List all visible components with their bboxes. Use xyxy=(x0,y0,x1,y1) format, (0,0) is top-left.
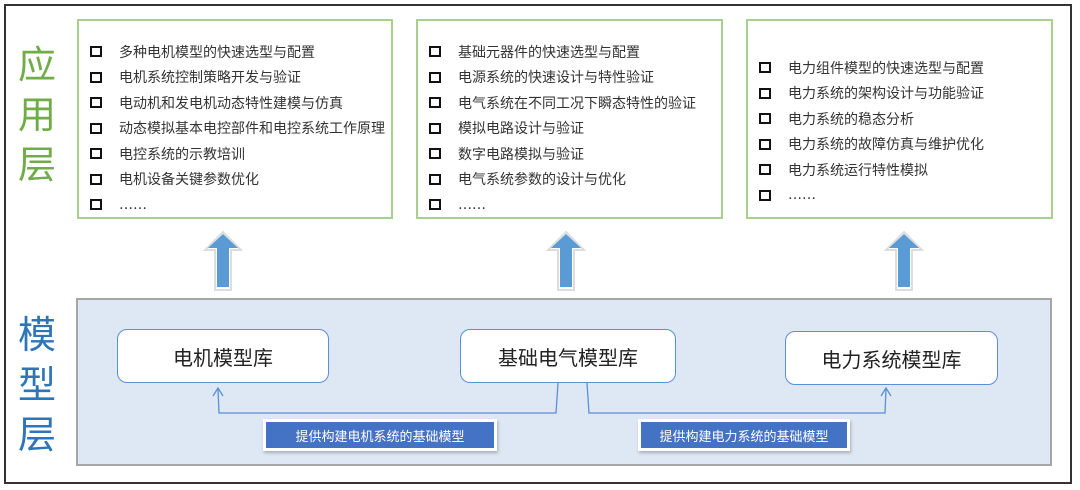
list-item: 电力系统的架构设计与功能验证 xyxy=(748,81,1051,107)
square-bullet-icon xyxy=(429,97,441,109)
list-item: 电动机和发电机动态特性建模与仿真 xyxy=(79,90,391,116)
application-layer-label: 应 用 层 xyxy=(18,40,56,190)
square-bullet-icon xyxy=(759,189,771,201)
square-bullet-icon xyxy=(429,46,441,58)
up-arrow-icon xyxy=(203,230,243,291)
square-bullet-icon xyxy=(759,87,771,99)
layer-label-char: 应 xyxy=(18,43,57,87)
list-item: 多种电机模型的快速选型与配置 xyxy=(79,39,391,65)
list-item: 数字电路模拟与验证 xyxy=(418,141,721,167)
square-bullet-icon xyxy=(759,62,771,74)
list-item: 电力组件模型的快速选型与配置 xyxy=(748,55,1051,81)
library-power-system: 电力系统模型库 xyxy=(785,331,998,385)
list-item: 电控系统的示教培训 xyxy=(79,141,391,167)
list-item: 动态模拟基本电控部件和电控系统工作原理 xyxy=(79,116,391,142)
square-bullet-icon xyxy=(90,46,102,58)
library-basic-electrical: 基础电气模型库 xyxy=(460,329,676,383)
list-item: …… xyxy=(748,183,1051,209)
list-item: 电机系统控制策略开发与验证 xyxy=(79,65,391,91)
application-box-power: 电力组件模型的快速选型与配置 电力系统的架构设计与功能验证 电力系统的稳态分析 … xyxy=(746,19,1053,219)
square-bullet-icon xyxy=(90,71,102,83)
model-layer-label: 模 型 层 xyxy=(18,310,56,460)
application-box-electrical: 基础元器件的快速选型与配置 电源系统的快速设计与特性验证 电气系统在不同工况下瞬… xyxy=(416,19,723,219)
up-arrow-icon xyxy=(546,230,586,291)
list-item: 电源系统的快速设计与特性验证 xyxy=(418,65,721,91)
square-bullet-icon xyxy=(90,173,102,185)
connector-label-motor: 提供构建电机系统的基础模型 xyxy=(266,422,494,448)
list-item: 基础元器件的快速选型与配置 xyxy=(418,39,721,65)
list-item: …… xyxy=(418,192,721,218)
list-item: 电力系统运行特性模拟 xyxy=(748,157,1051,183)
list-item: 电气系统在不同工况下瞬态特性的验证 xyxy=(418,90,721,116)
square-bullet-icon xyxy=(90,122,102,134)
list-item: 电气系统参数的设计与优化 xyxy=(418,167,721,193)
up-arrow-icon xyxy=(884,230,924,291)
layer-label-char: 用 xyxy=(18,93,57,137)
layer-label-char: 层 xyxy=(18,413,57,457)
application-box-motor: 多种电机模型的快速选型与配置 电机系统控制策略开发与验证 电动机和发电机动态特性… xyxy=(77,19,393,219)
square-bullet-icon xyxy=(90,97,102,109)
square-bullet-icon xyxy=(429,148,441,160)
connector-label-power: 提供构建电力系统的基础模型 xyxy=(641,422,847,448)
square-bullet-icon xyxy=(759,113,771,125)
square-bullet-icon xyxy=(90,199,102,211)
square-bullet-icon xyxy=(429,122,441,134)
square-bullet-icon xyxy=(90,148,102,160)
layer-label-char: 型 xyxy=(18,363,57,407)
library-motor: 电机模型库 xyxy=(117,329,329,383)
list-item: …… xyxy=(79,192,391,218)
list-item: 电机设备关键参数优化 xyxy=(79,167,391,193)
layer-label-char: 层 xyxy=(18,143,57,187)
square-bullet-icon xyxy=(429,199,441,211)
square-bullet-icon xyxy=(429,71,441,83)
square-bullet-icon xyxy=(429,173,441,185)
list-item: 模拟电路设计与验证 xyxy=(418,116,721,142)
square-bullet-icon xyxy=(759,138,771,150)
square-bullet-icon xyxy=(759,164,771,176)
layer-label-char: 模 xyxy=(18,313,57,357)
list-item: 电力系统的故障仿真与维护优化 xyxy=(748,132,1051,158)
list-item: 电力系统的稳态分析 xyxy=(748,106,1051,132)
